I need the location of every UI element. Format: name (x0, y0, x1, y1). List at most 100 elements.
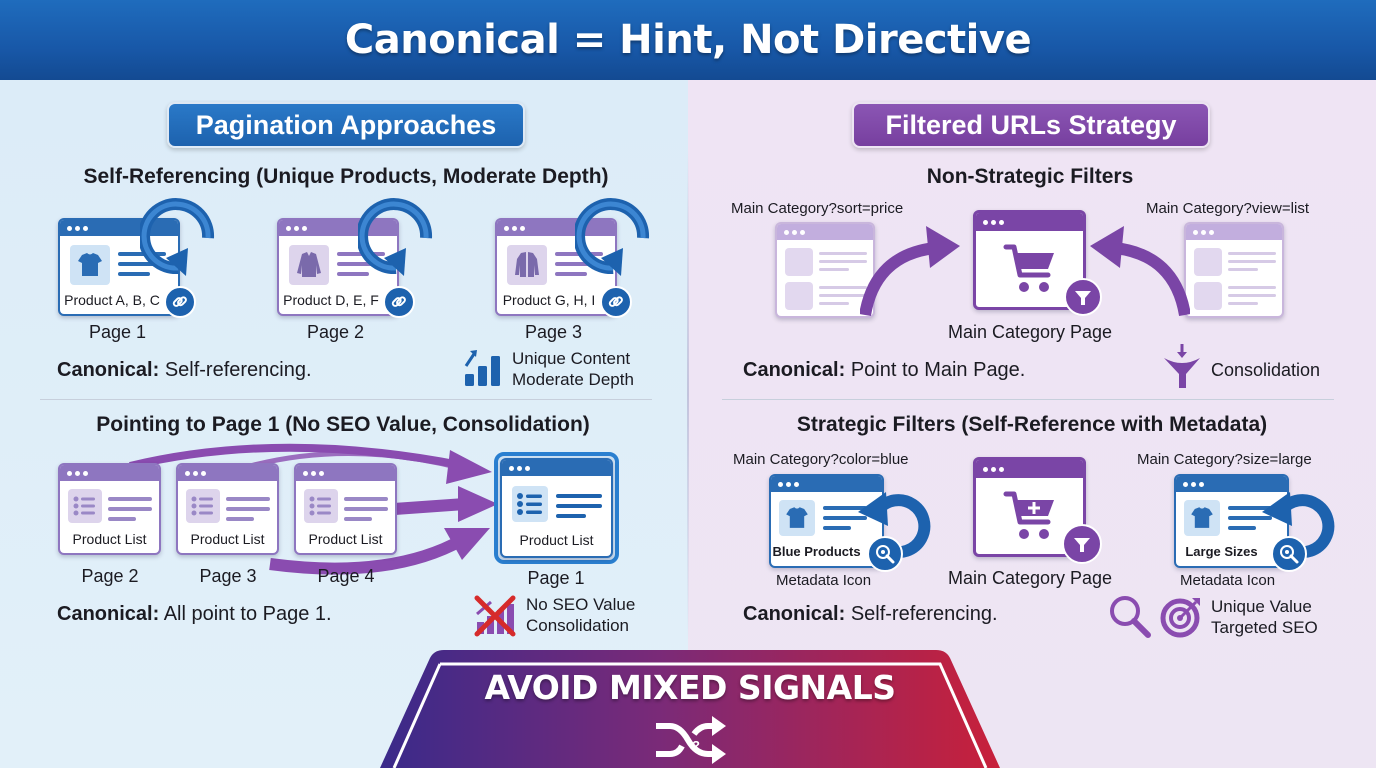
url-color-blue: Main Category?color=blue (733, 451, 909, 468)
pagination-approaches-title: Pagination Approaches (167, 102, 525, 148)
note-line: Unique Content (512, 349, 631, 368)
arrow-to-main-icon (860, 226, 960, 317)
point-p1-canonical-note: Canonical: All point to Page 1. (57, 603, 332, 626)
canonical-label: Canonical: (743, 603, 846, 625)
page-label: Page 3 (524, 322, 583, 342)
product-list-page-1: Product List (500, 458, 613, 558)
svg-text:?: ? (692, 738, 700, 753)
canonical-label: Canonical: (57, 603, 160, 625)
page-title: Canonical = Hint, Not Directive (344, 17, 1032, 63)
metadata-label: Metadata Icon (1180, 572, 1276, 589)
product-list-page-4: Product List (294, 463, 397, 555)
section-divider (40, 399, 652, 400)
magnifier-icon (1110, 596, 1151, 638)
self-refresh-arrow-icon (1262, 492, 1335, 559)
shirt-icon (289, 245, 329, 285)
list-icon (512, 486, 548, 522)
canonical-text: All point to Page 1. (163, 603, 332, 625)
strategic-heading: Strategic Filters (Self-Reference with M… (796, 413, 1268, 436)
canonical-label: Canonical: (743, 359, 846, 381)
product-list-page-3: Product List (176, 463, 279, 555)
page-content-text: Product List (72, 531, 147, 547)
bar-chart-growth-icon (464, 350, 500, 386)
filter-icon (1064, 278, 1102, 316)
list-icon (186, 489, 220, 523)
main-category-label: Main Category Page (947, 568, 1113, 588)
note-line: No SEO Value (526, 595, 636, 614)
main-category-page (973, 210, 1086, 310)
canonical-text: Self-referencing. (850, 603, 998, 625)
title-text: Pagination Approaches (195, 109, 497, 140)
self-referencing-heading: Self-Referencing (Unique Products, Moder… (83, 165, 609, 188)
page-label: Page 3 (199, 566, 257, 586)
consolidation-funnel-icon (1164, 344, 1200, 388)
list-icon (304, 489, 338, 523)
self-refresh-arrow-icon (140, 198, 215, 276)
shuffle-question-icon: ? (656, 716, 726, 764)
page-label: Page 2 (306, 322, 365, 342)
product-list-page-2: Product List (58, 463, 161, 555)
canonical-text: Self-referencing. (164, 359, 312, 381)
non-strategic-heading: Non-Strategic Filters (926, 165, 1134, 188)
url-view-list: Main Category?view=list (1146, 200, 1309, 217)
note-line: Moderate Depth (512, 370, 634, 389)
link-icon (600, 286, 632, 318)
page-content-text: Product A, B, C (64, 292, 160, 308)
metadata-label: Metadata Icon (776, 572, 872, 589)
page-label: Page 2 (81, 566, 139, 586)
filtered-urls-title: Filtered URLs Strategy (852, 102, 1210, 148)
self-refresh-arrow-icon (575, 198, 650, 276)
note-line: Targeted SEO (1211, 618, 1318, 637)
pointing-page1-heading: Pointing to Page 1 (No SEO Value, Consol… (96, 413, 590, 436)
vertical-divider (687, 150, 689, 640)
consolidation-note: Consolidation (1211, 360, 1321, 380)
filter-icon (1062, 524, 1102, 564)
filtered-page-sort (775, 222, 875, 318)
page-content-text: Large Sizes (1185, 544, 1258, 559)
tshirt-icon (1184, 500, 1220, 536)
avoid-mixed-signals-banner: AVOID MIXED SIGNALS ? (380, 650, 1000, 768)
page-content-text: Product List (190, 531, 265, 547)
tshirt-icon (70, 245, 110, 285)
no-seo-value-icon (474, 595, 516, 637)
jacket-icon (507, 245, 547, 285)
page-content-text: Product List (308, 531, 383, 547)
link-icon (164, 286, 196, 318)
large-sizes-page: Large Sizes (1174, 474, 1289, 568)
page-label: Page 1 (527, 568, 585, 588)
arrow-to-main-icon (1090, 226, 1190, 317)
page-content-text: Product List (519, 532, 594, 548)
list-icon (68, 489, 102, 523)
filtered-page-view (1184, 222, 1284, 318)
shopping-cart-icon (1003, 244, 1054, 292)
strategic-canonical-note: Canonical: Self-referencing. (743, 603, 998, 626)
section-divider (722, 399, 1334, 400)
main-category-label: Main Category Page (947, 322, 1113, 342)
tshirt-icon (779, 500, 815, 536)
banner-text: AVOID MIXED SIGNALS (484, 668, 896, 707)
page-label: Page 4 (317, 566, 375, 586)
metadata-search-icon (1271, 536, 1307, 572)
self-refresh-arrow-icon (858, 492, 931, 559)
header-banner: Canonical = Hint, Not Directive (0, 0, 1376, 80)
canonical-text: Point to Main Page. (850, 359, 1026, 381)
non-strategic-canonical-note: Canonical: Point to Main Page. (743, 359, 1025, 382)
note-line: Unique Value (1211, 597, 1312, 616)
note-line: Consolidation (526, 616, 630, 635)
self-refresh-arrow-icon (358, 198, 433, 276)
metadata-search-icon (867, 536, 903, 572)
url-size-large: Main Category?size=large (1137, 451, 1312, 468)
page-content-text: Product G, H, I (502, 292, 596, 308)
title-text: Filtered URLs Strategy (885, 109, 1177, 140)
page-label: Page 1 (88, 322, 147, 342)
add-to-cart-icon (1003, 491, 1054, 539)
self-ref-canonical-note: Canonical: Self-referencing. (57, 359, 312, 382)
url-sort-price: Main Category?sort=price (731, 200, 904, 217)
canonical-label: Canonical: (57, 359, 160, 381)
page-content-text: Product D, E, F (283, 292, 379, 308)
page-content-text: Blue Products (772, 544, 861, 559)
link-icon (383, 286, 415, 318)
